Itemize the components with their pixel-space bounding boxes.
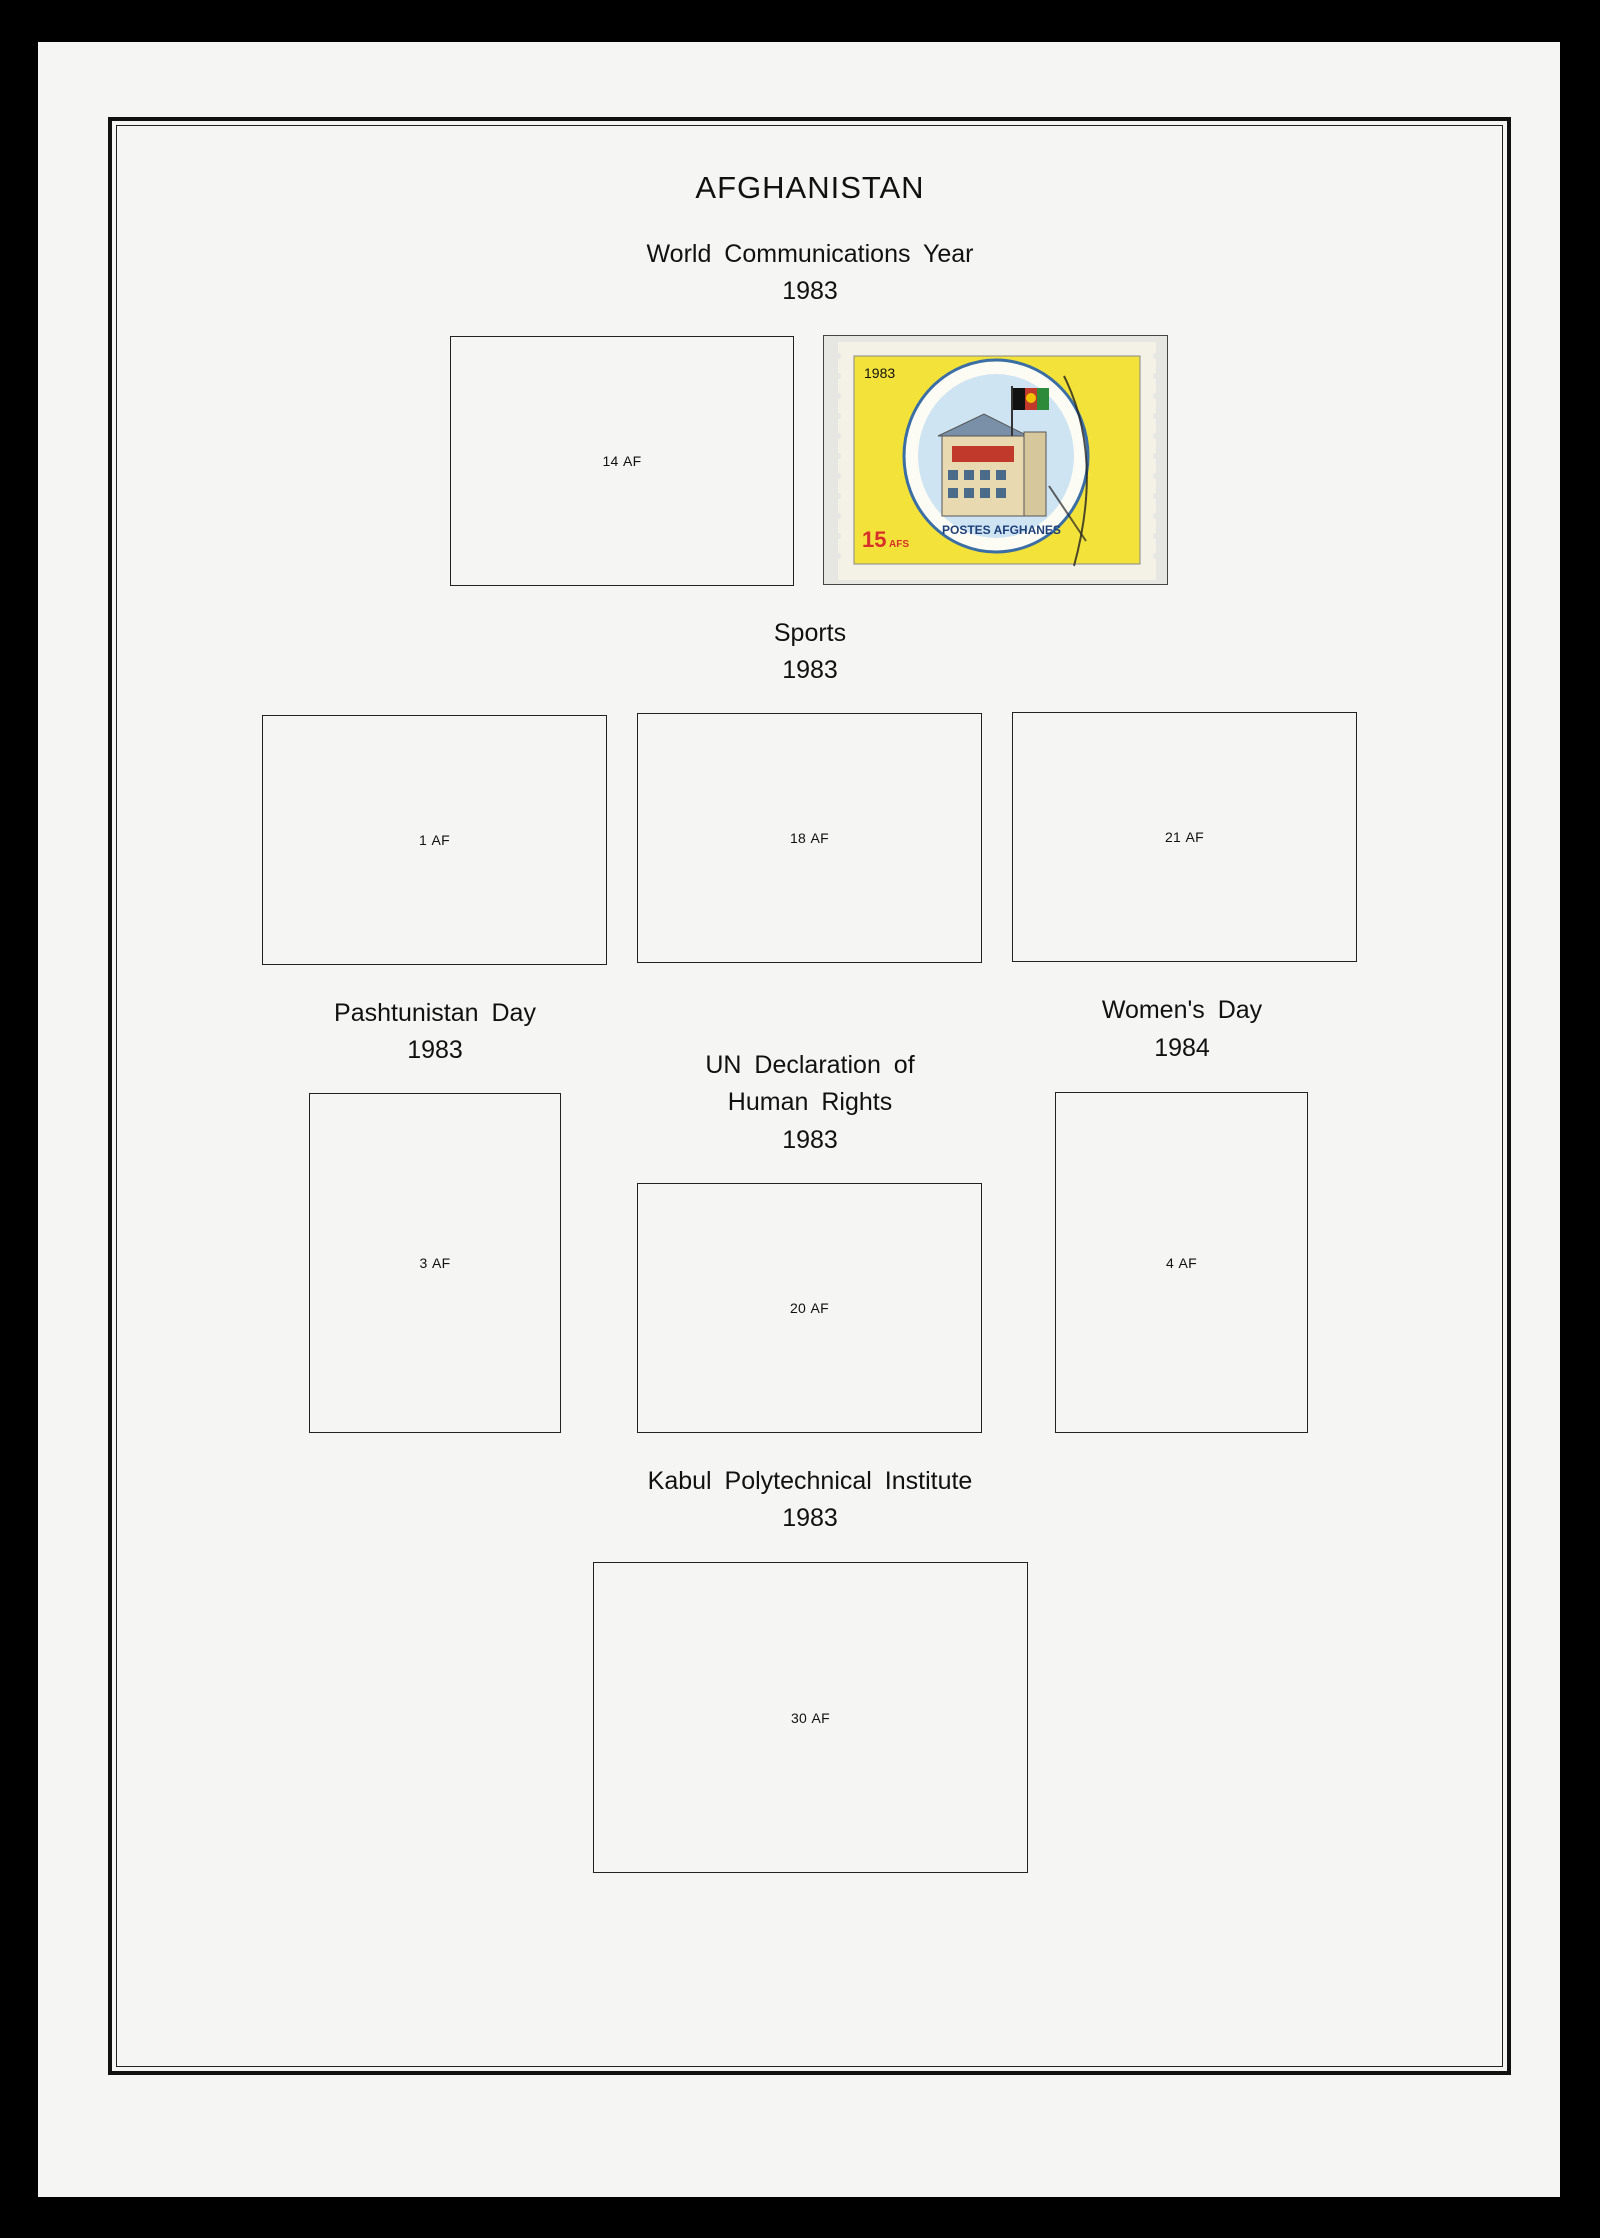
page-border-outer — [108, 117, 1511, 2075]
stamp-slot-sports-18af: 18 AF — [637, 713, 982, 963]
section-year-un: 1983 — [782, 1126, 838, 1154]
stamp-slot-sports-21af: 21 AF — [1012, 712, 1357, 962]
stamp-mount: 1983 15 AFS POSTES AFGHANES — [823, 335, 1168, 585]
section-title-women: Women's Day — [1101, 996, 1263, 1024]
section-title-kabul: Kabul Polytechnical Institute — [647, 1467, 973, 1495]
section-title-un-line1: UN Declaration of — [705, 1051, 915, 1079]
slot-value: 1 AF — [419, 832, 450, 848]
stamp-country: POSTES AFGHANES — [942, 523, 1061, 537]
section-year-kabul: 1983 — [782, 1504, 838, 1532]
stamp-image: 1983 15 AFS POSTES AFGHANES — [835, 342, 1159, 580]
page-title: AFGHANISTAN — [695, 170, 925, 205]
section-title-wcy: World Communications Year — [646, 240, 974, 268]
slot-value: 30 AF — [790, 1709, 831, 1726]
page-border-inner — [116, 125, 1503, 2067]
slot-value: 4 AF — [1166, 1254, 1197, 1271]
stamp-value: 15 — [862, 527, 886, 552]
section-year-pashtunistan: 1983 — [407, 1036, 463, 1064]
section-title-sports: Sports — [773, 619, 847, 647]
section-title-un-line2: Human Rights — [727, 1088, 893, 1116]
section-year-women: 1984 — [1154, 1034, 1210, 1062]
stamp-slot-kabul-30af: 30 AF — [593, 1562, 1028, 1873]
slot-value: 14 AF — [602, 453, 642, 469]
stamp-slot-women-4af: 4 AF — [1055, 1092, 1308, 1433]
stamp-slot-wcy-14af: 14 AF — [450, 336, 794, 586]
stamp-year: 1983 — [864, 365, 895, 381]
slot-value: 20 AF — [789, 1300, 830, 1316]
stamp-slot-un-20af: 20 AF — [637, 1183, 982, 1433]
section-title-pashtunistan: Pashtunistan Day — [334, 999, 536, 1027]
slot-value: 3 AF — [419, 1255, 451, 1271]
section-year-wcy: 1983 — [782, 277, 838, 305]
slot-value: 21 AF — [1164, 829, 1205, 845]
stamp-slot-pashtunistan-3af: 3 AF — [309, 1093, 561, 1433]
slot-value: 18 AF — [789, 830, 830, 846]
section-year-sports: 1983 — [782, 656, 838, 684]
album-page — [38, 42, 1560, 2197]
stamp-slot-sports-1af: 1 AF — [262, 715, 607, 965]
stamp-currency: AFS — [889, 539, 909, 550]
